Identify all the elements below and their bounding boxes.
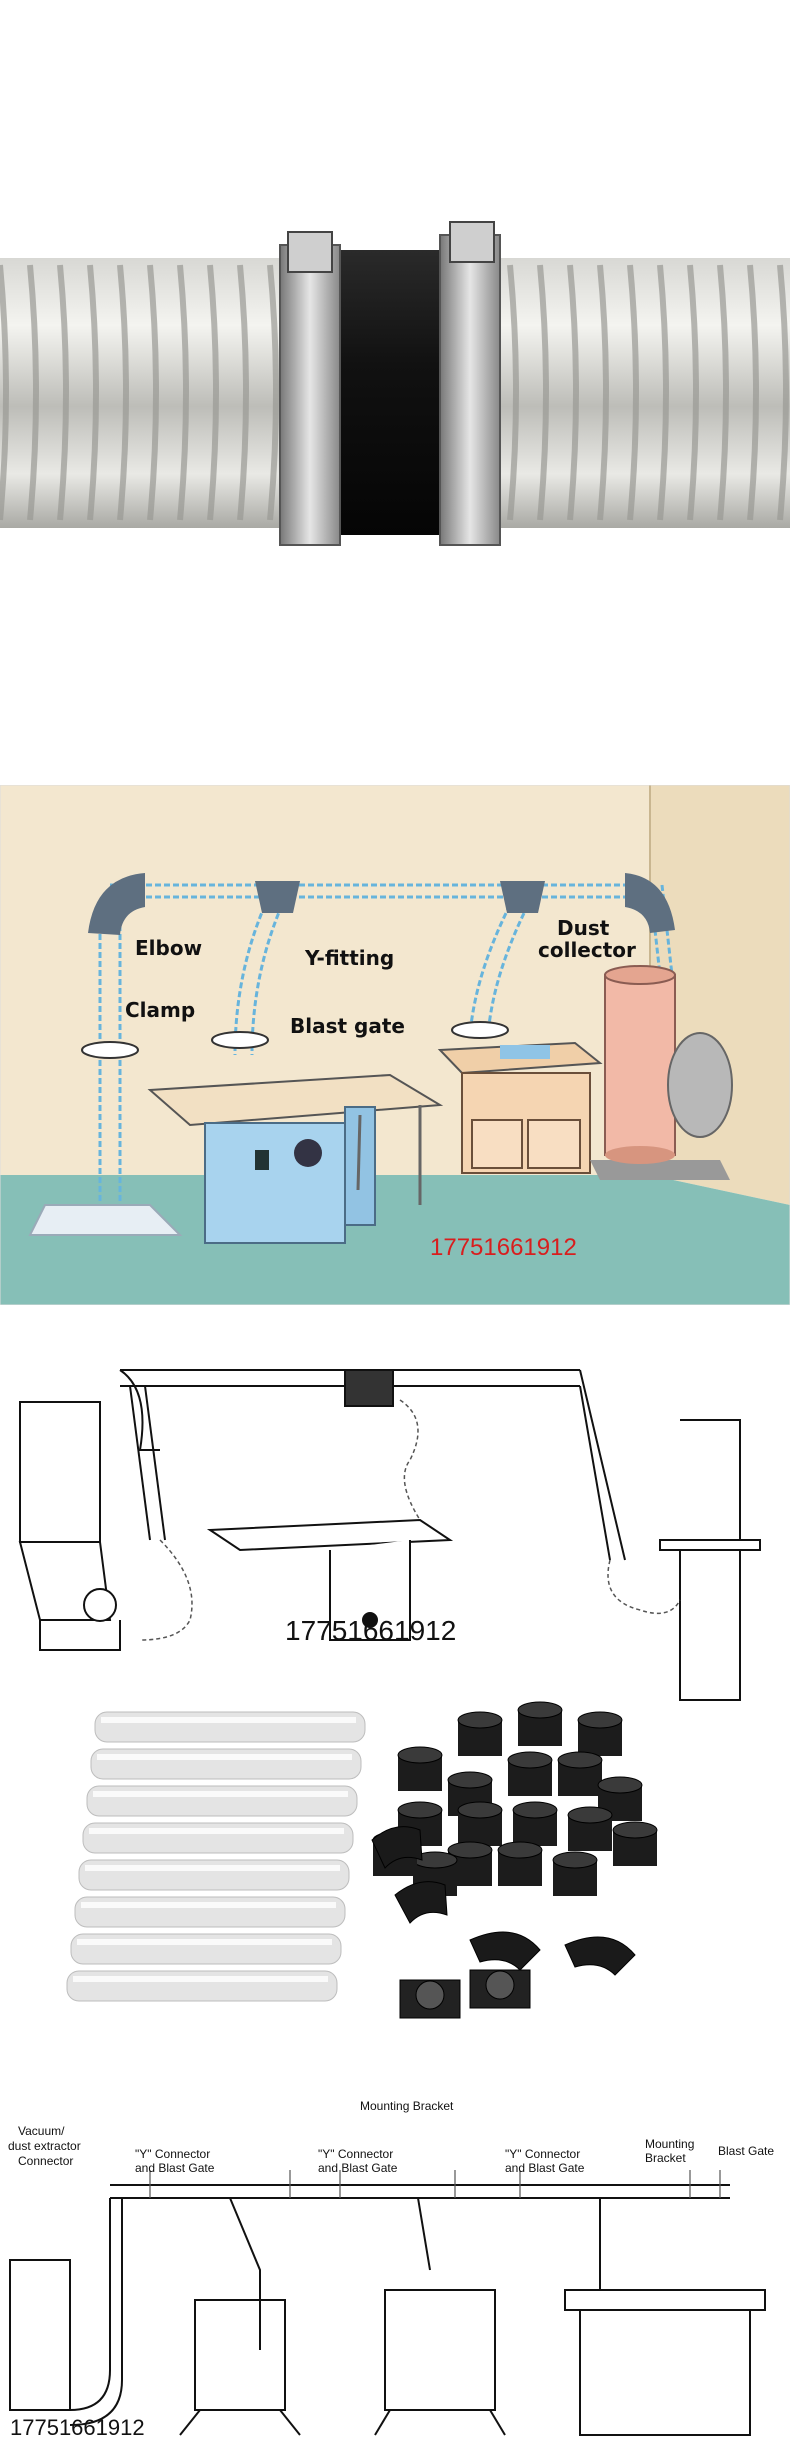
clear-tube [82,1822,354,1854]
clear-tube [66,1970,338,2002]
label-y-connector-3a: "Y" Connector [505,2147,580,2161]
line-drawing-illustration: 17751661912 [0,1340,790,1710]
parts-kit-photo [0,1700,790,2070]
clear-tube [90,1748,362,1780]
black-coupler [567,1806,613,1851]
label-vacuum-line1: Vacuum/ [18,2124,65,2138]
black-coupler [457,1711,503,1756]
hose-coupling-illustration [0,221,790,546]
black-coupler [457,1801,503,1846]
clear-tube [74,1896,346,1928]
label-blast-gate: Blast Gate [718,2144,774,2158]
black-coupler [497,1841,543,1886]
label-y-fitting: Y-fitting [304,946,394,970]
label-vacuum-line3: Connector [18,2154,73,2168]
label-y-connector-2a: "Y" Connector [318,2147,393,2161]
label-blast-gate: Blast gate [290,1014,405,1038]
black-couplers [372,1701,658,1896]
black-coupler [447,1771,493,1816]
black-coupler [557,1751,603,1796]
black-coupler [517,1701,563,1746]
black-coupler [552,1851,598,1896]
black-coupler [512,1801,558,1846]
hose-coupling-photo [0,0,790,780]
label-y-connector-2b: and Blast Gate [318,2161,398,2175]
phone-number: 17751661912 [430,1234,577,1261]
label-mounting-bracket-right-2: Bracket [645,2151,686,2165]
label-y-connector-1b: and Blast Gate [135,2161,215,2175]
label-mounting-bracket-right-1: Mounting [645,2137,694,2151]
label-y-connector-3b: and Blast Gate [505,2161,585,2175]
black-coupler [612,1821,658,1866]
label-clamp: Clamp [125,998,195,1022]
label-dust-collector-line1: Dust [557,916,610,940]
detailed-system-diagram: Mounting Bracket Vacuum/ dust extractor … [0,2090,790,2440]
black-coupler [397,1746,443,1791]
black-coupler [577,1711,623,1756]
label-mounting-bracket-top: Mounting Bracket [360,2099,454,2113]
label-y-connector-1a: "Y" Connector [135,2147,210,2161]
clear-tubes [66,1711,366,2002]
black-coupler [507,1751,553,1796]
phone-number: 17751661912 [285,1615,456,1646]
clear-tube [70,1933,342,1965]
shop-layout-illustration: Elbow Clamp Y-fitting Blast gate Dust co… [0,785,790,1305]
clear-tube [86,1785,358,1817]
clear-tube [94,1711,366,1743]
label-elbow: Elbow [135,936,202,960]
label-vacuum-line2: dust extractor [8,2139,81,2153]
phone-number: 17751661912 [10,2415,145,2440]
clear-tube [78,1859,350,1891]
label-dust-collector-line2: collector [538,938,636,962]
